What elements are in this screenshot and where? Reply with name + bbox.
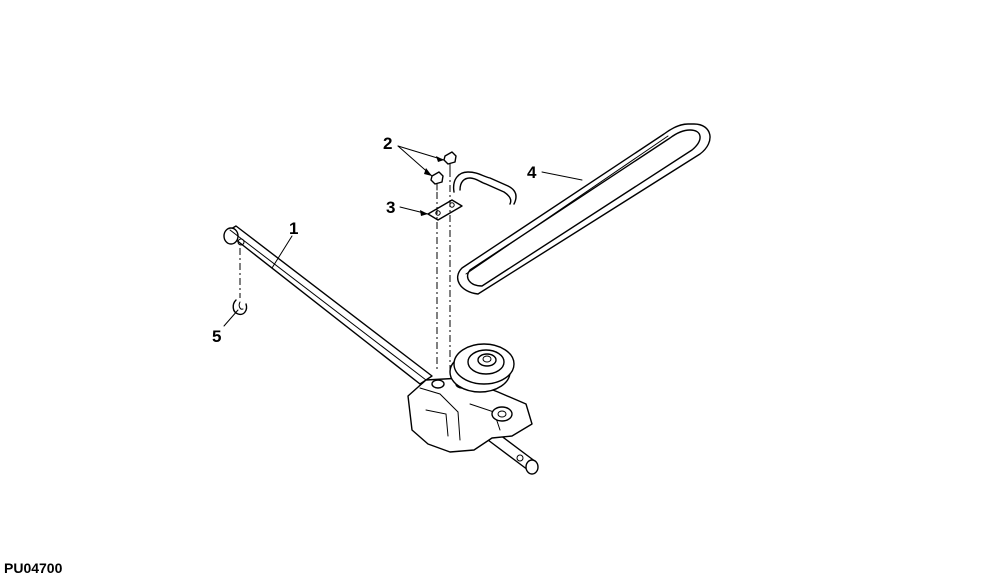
callout-2: 2	[383, 134, 392, 153]
screw-upper	[443, 151, 457, 171]
v-belt	[457, 123, 711, 295]
callout-3: 3	[386, 198, 395, 217]
screw-lower	[430, 171, 444, 191]
retaining-clip	[232, 299, 248, 316]
assembly-lines	[239, 170, 451, 372]
figure-id: PU04700	[4, 560, 63, 576]
callout-1: 1	[289, 219, 298, 238]
callout-5: 5	[212, 327, 221, 346]
belt-guide-rod	[452, 171, 517, 205]
main-shaft	[223, 225, 539, 475]
drive-pulley	[449, 343, 515, 393]
callout-4: 4	[527, 163, 537, 182]
mounting-bracket	[427, 199, 463, 221]
leader-lines	[223, 145, 583, 327]
